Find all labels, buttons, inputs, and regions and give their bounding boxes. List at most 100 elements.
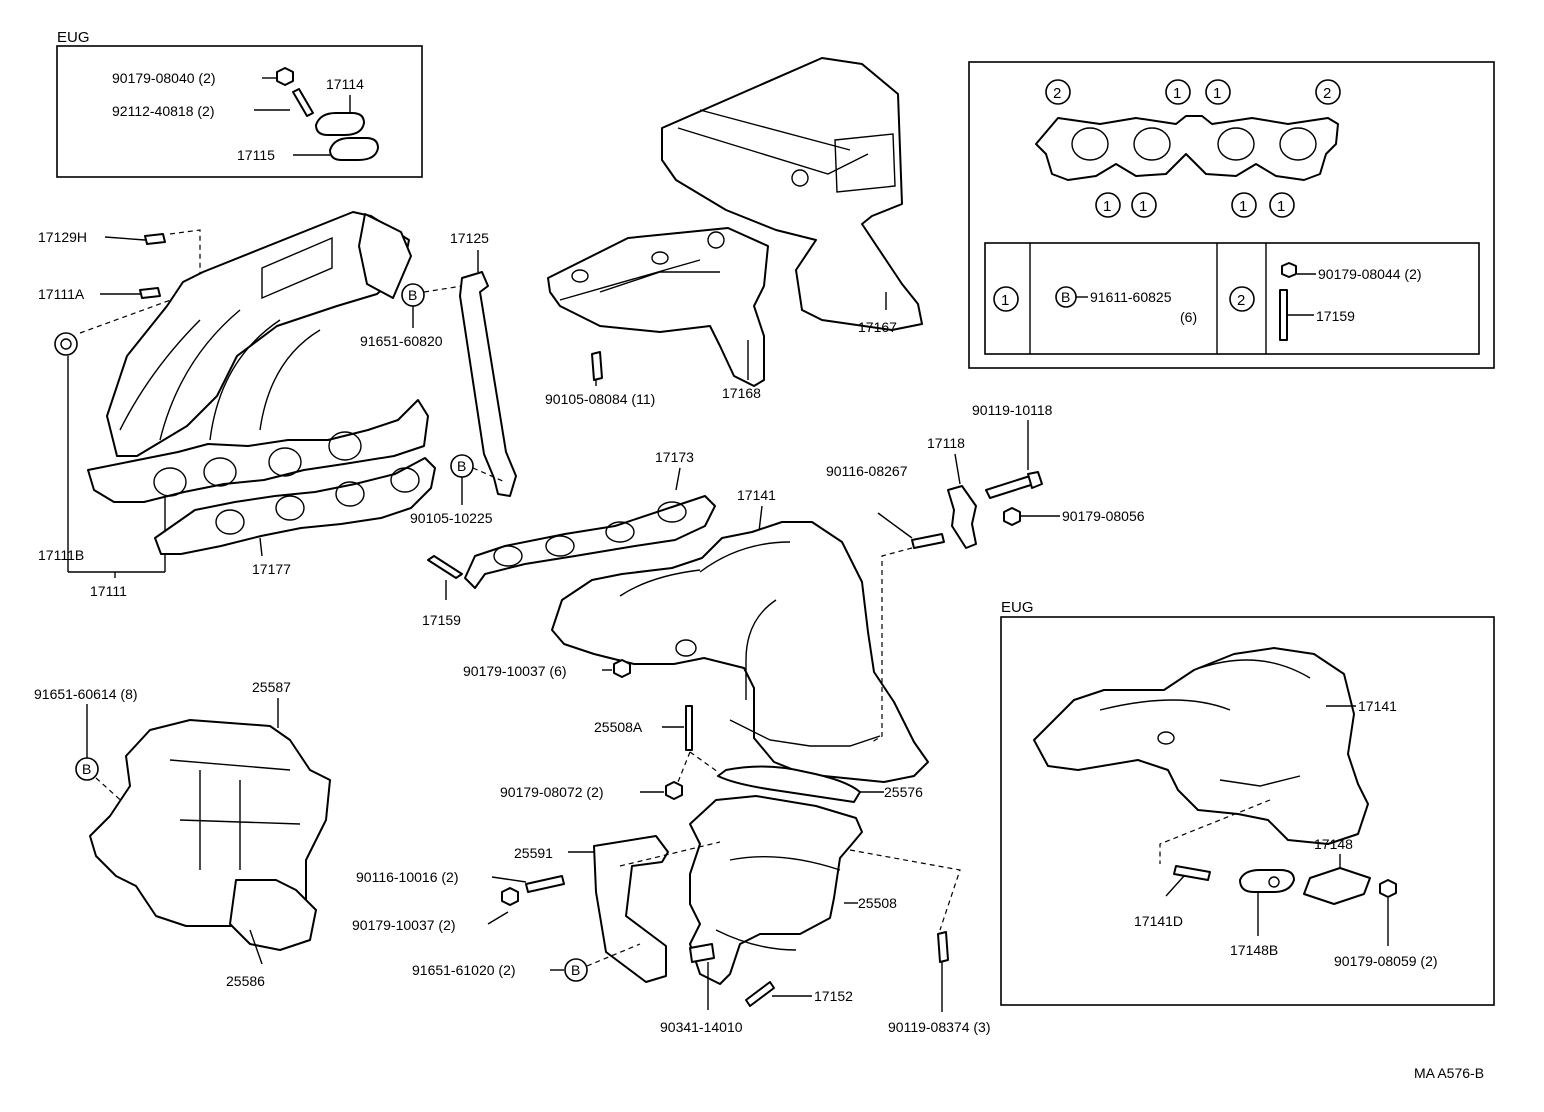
label-17111: 17111 [90, 583, 127, 599]
svg-text:1: 1 [1213, 85, 1221, 102]
label-90179-08056: 90179-08056 [1062, 508, 1145, 524]
b-mark-shield: B [75, 757, 99, 781]
nut-icon [1281, 262, 1297, 278]
label-90116-08267: 90116-08267 [826, 463, 908, 479]
stud-icon [745, 981, 775, 1007]
label-25586: 25586 [226, 973, 265, 989]
svg-text:B: B [571, 962, 580, 978]
label-17114: 17114 [326, 76, 364, 92]
stud-icon [911, 533, 945, 549]
svg-text:1: 1 [1001, 292, 1009, 309]
gasket-17148-icon [1303, 867, 1371, 905]
nut-icon [276, 67, 294, 86]
exhaust-manifold-17141-icon [551, 521, 929, 783]
gasket-17148B-icon [1239, 869, 1295, 893]
label-25587: 25587 [252, 679, 291, 695]
svg-text:B: B [457, 458, 466, 474]
label-25508A: 25508A [594, 719, 643, 735]
marker-1-bottom-c: 1 [1231, 192, 1257, 218]
stud-icon [292, 88, 314, 117]
label-17152: 17152 [814, 988, 853, 1004]
label-25508: 25508 [858, 895, 897, 911]
marker-1-bottom-b: 1 [1131, 192, 1157, 218]
label-17118: 17118 [927, 435, 965, 451]
bolt-icon [139, 287, 161, 299]
label-90116-10016: 90116-10016 (2) [356, 869, 458, 885]
bolt-head-icon [1027, 471, 1043, 489]
eug-heading: EUG [57, 29, 90, 46]
bracket-25591-icon [593, 835, 669, 983]
label-90105-10225: 90105-10225 [410, 510, 493, 526]
label-91651-60820: 91651-60820 [360, 333, 443, 349]
label-90179-08040: 90179-08040 (2) [112, 70, 216, 86]
label-91651-60614: 91651-60614 (8) [34, 686, 138, 702]
svg-text:1: 1 [1173, 85, 1181, 102]
heat-insulator-upper-icon [661, 57, 923, 331]
label-90179-08059: 90179-08059 (2) [1334, 953, 1438, 969]
label-90179-08044: 90179-08044 (2) [1318, 266, 1422, 282]
gasket-inset-top-right: 2 1 1 2 1 1 1 1 1 B 91611-60825 (6) 2 90… [968, 61, 1495, 369]
label-17125: 17125 [450, 230, 489, 246]
exhaust-manifold-eug-icon [1033, 647, 1369, 845]
gasket-17177-icon [154, 457, 436, 555]
eug-heading-bottom: EUG [1001, 599, 1034, 616]
label-17148: 17148 [1314, 836, 1353, 852]
nut-icon [665, 781, 683, 800]
label-17168: 17168 [722, 385, 761, 401]
legend-b-mark: B [1055, 286, 1077, 308]
b-mark-bottom: B [450, 454, 474, 478]
gasket-17173-icon [464, 495, 716, 589]
heat-insulator-group: 17167 17168 90105-08084 (11) [545, 57, 923, 407]
heat-shield-group: 91651-60614 (8) B 25587 25586 [34, 679, 331, 989]
gasket-25576-icon [717, 765, 861, 803]
b-mark-top: B [401, 283, 425, 307]
label-90105-08084: 90105-08084 (11) [545, 391, 655, 407]
label-90179-10037-6: 90179-10037 (6) [463, 663, 567, 679]
nut-icon [1379, 879, 1397, 898]
diagram-code: MA A576-B [1414, 1065, 1484, 1081]
legend-mark-2: 2 [1229, 286, 1255, 312]
bolt-icon [937, 931, 949, 963]
svg-text:1: 1 [1139, 198, 1147, 215]
label-91651-61020: 91651-61020 (2) [412, 962, 516, 978]
eug-inset-bottom-right: EUG 17141 17141D 17148B 17148 90179-0805… [1000, 599, 1495, 1006]
label-17111B: 17111B [38, 547, 84, 563]
bolt-icon [985, 475, 1035, 499]
label-90119-10118: 90119-10118 [972, 402, 1053, 418]
label-91611-60825: 91611-60825 [1090, 289, 1172, 305]
svg-text:1: 1 [1103, 198, 1111, 215]
gasket-17114-icon [315, 112, 365, 136]
bolt-icon [591, 351, 603, 381]
nut-icon [1003, 507, 1021, 526]
label-17141-center: 17141 [737, 487, 776, 503]
stud-icon [685, 705, 693, 751]
label-17129H: 17129H [38, 229, 87, 245]
manifold-stay-icon [459, 271, 517, 497]
label-17115: 17115 [237, 147, 275, 163]
label-17111A: 17111A [38, 286, 85, 302]
svg-text:1: 1 [1239, 198, 1247, 215]
label-90341-14010: 90341-14010 [660, 1019, 743, 1035]
marker-1-bottom-a: 1 [1095, 192, 1121, 218]
label-17141-eug: 17141 [1358, 698, 1397, 714]
nut-icon [613, 659, 631, 678]
legend-mark-1: 1 [993, 286, 1019, 312]
label-25591: 25591 [514, 845, 553, 861]
stud-icon [525, 875, 565, 893]
bolt-icon [144, 233, 166, 245]
label-17148B: 17148B [1230, 942, 1278, 958]
stud-icon [1173, 865, 1211, 881]
catalytic-converter-icon [689, 795, 863, 985]
svg-text:B: B [82, 761, 91, 777]
label-17141D: 17141D [1134, 913, 1183, 929]
marker-2-top-left: 2 [1045, 79, 1071, 105]
marker-1-top-b: 1 [1205, 79, 1231, 105]
label-90119-08374: 90119-08374 (3) [888, 1019, 990, 1035]
svg-text:2: 2 [1237, 292, 1245, 309]
legend-table: 1 B 91611-60825 (6) 2 90179-08044 (2) 17… [984, 242, 1480, 355]
bracket-17118-icon [947, 485, 977, 549]
marker-1-top-a: 1 [1165, 79, 1191, 105]
eug-inset-top-left: EUG 90179-08040 (2) 92112-40818 (2) 1711… [56, 29, 423, 178]
exhaust-manifold-group: 17173 17159 17141 90179-10037 (6) 17118 … [422, 402, 1145, 783]
svg-text:2: 2 [1053, 85, 1061, 102]
